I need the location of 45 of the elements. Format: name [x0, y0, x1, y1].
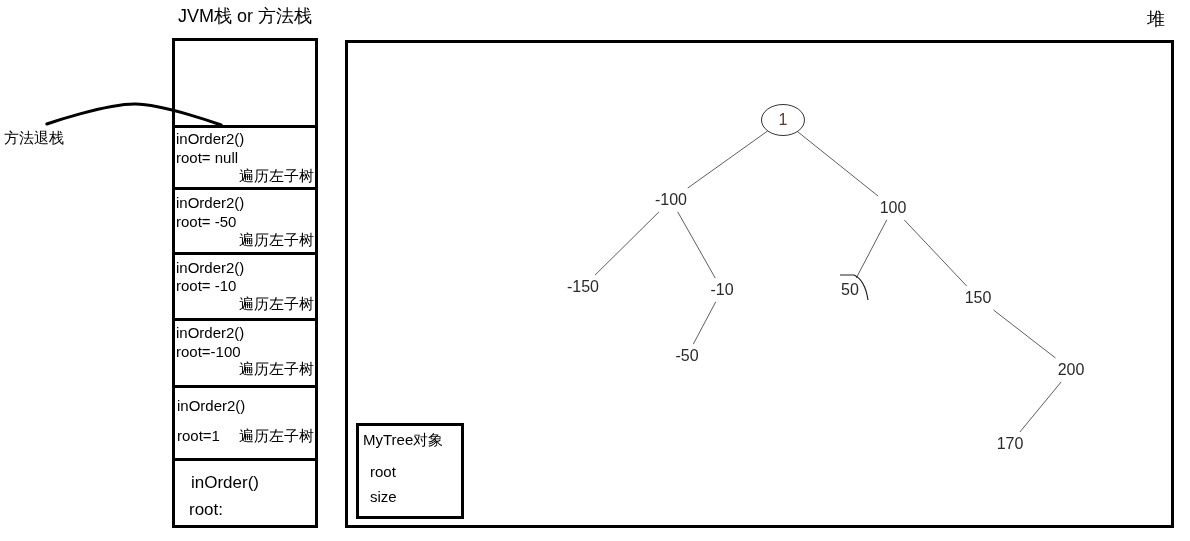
method-name: inOrder2() — [176, 324, 245, 342]
curved-line — [45, 102, 223, 127]
tree-node-value: 50 — [837, 277, 863, 303]
field-name: root — [370, 463, 396, 481]
stack-heading: JVM栈 or 方法栈 — [178, 6, 312, 27]
frame-note: 遍历左子树 — [239, 360, 314, 378]
tree-node-value: 200 — [1053, 357, 1089, 383]
branch-line — [855, 219, 888, 279]
branch-line — [904, 219, 967, 287]
tree-node-value: -100 — [651, 187, 691, 213]
branch-line — [692, 301, 717, 345]
variable-text: root: — [189, 500, 224, 520]
method-name: inOrder2() — [176, 259, 245, 277]
variable-text: root= null — [176, 149, 239, 167]
annotation-text: 方法退栈 — [2, 124, 66, 147]
variable-text: root=1 — [177, 427, 220, 445]
branch-line — [797, 131, 879, 197]
tree-node-value: -150 — [563, 274, 603, 300]
frame-note: 遍历左子树 — [239, 167, 314, 185]
tree-node-value: 170 — [992, 431, 1028, 457]
variable-text: root= -50 — [176, 213, 237, 231]
frame-note: 遍历左子树 — [239, 427, 314, 445]
frame-note: 遍历左子树 — [239, 231, 314, 249]
tree-root-ellipse — [761, 104, 805, 136]
method-name: inOrder2() — [177, 397, 246, 415]
field-name: size — [370, 488, 397, 506]
branch-line — [1019, 381, 1062, 433]
tree-node-value: 100 — [875, 195, 911, 221]
method-name: inOrder2() — [176, 194, 245, 212]
heap-heading: 堆 — [1147, 9, 1165, 30]
object-box — [356, 423, 464, 519]
tree-node-value: -10 — [706, 277, 738, 303]
method-name: inOrder2() — [176, 130, 245, 148]
tree-node-value: 150 — [960, 285, 996, 311]
method-name: inOrder() — [191, 473, 259, 493]
branch-line — [677, 211, 716, 279]
variable-text: root=-100 — [176, 343, 241, 361]
node-value: 1 — [778, 110, 788, 130]
frame-note: 遍历左子树 — [239, 295, 314, 313]
object-title: MyTree对象 — [363, 431, 444, 449]
branch-line — [594, 211, 660, 276]
branch-line — [687, 130, 768, 189]
variable-text: root= -10 — [176, 277, 237, 295]
tree-node-value: -50 — [671, 343, 703, 369]
branch-line — [993, 309, 1056, 359]
